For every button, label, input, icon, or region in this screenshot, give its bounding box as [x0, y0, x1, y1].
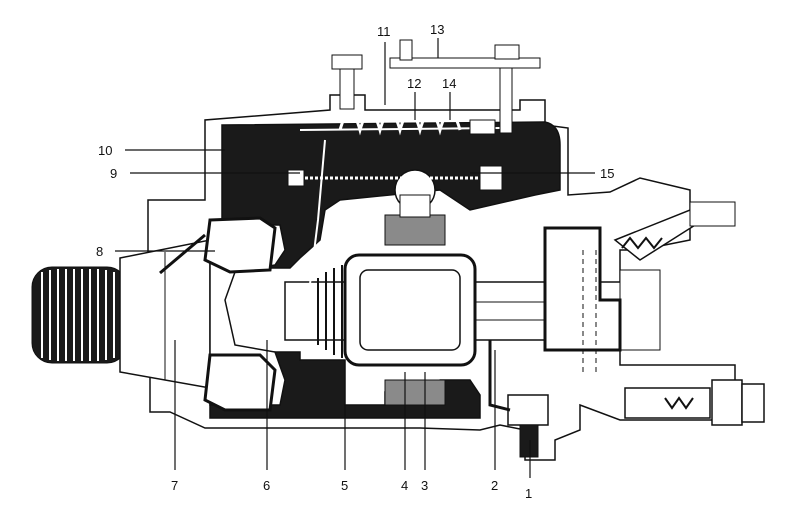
flyweight-link	[159, 233, 206, 275]
rod-end-right	[479, 165, 503, 191]
lever-post	[399, 194, 431, 218]
spring-rod	[299, 127, 501, 131]
lever-nut	[494, 44, 520, 60]
bottom-valve-stem	[519, 424, 539, 458]
bottom-valve-body	[507, 394, 549, 426]
lever-arm	[499, 67, 513, 134]
label-11: 11	[377, 24, 391, 39]
label-8: 8	[96, 244, 103, 259]
pressure-line	[488, 340, 511, 412]
cam-inner	[359, 269, 461, 351]
gear-teeth	[41, 269, 115, 361]
label-5: 5	[341, 478, 348, 493]
outlet-fitting-nut	[711, 379, 743, 426]
label-14: 14	[442, 76, 456, 91]
label-7: 7	[171, 478, 178, 493]
control-lever	[389, 57, 541, 69]
flyweight-lower	[203, 353, 277, 412]
valve-spring	[621, 236, 663, 250]
roller-block-top	[384, 214, 446, 246]
coupling-ribs	[317, 265, 343, 358]
drive-gear	[31, 266, 128, 364]
label-10: 10	[98, 143, 112, 158]
label-9: 9	[110, 166, 117, 181]
flyweight-upper	[203, 216, 277, 274]
spring-seat	[469, 119, 496, 135]
governor-chamber	[221, 121, 561, 269]
label-2: 2	[491, 478, 498, 493]
valve-fitting	[689, 201, 736, 227]
adjust-screw-head	[331, 54, 363, 70]
label-1: 1	[525, 486, 532, 501]
lever-tab	[399, 39, 413, 61]
label-15: 15	[600, 166, 614, 181]
label-4: 4	[401, 478, 408, 493]
shaft-end	[619, 269, 661, 351]
adjust-screw	[339, 68, 355, 110]
roller-block-bottom	[384, 379, 446, 406]
rod-end-left	[287, 169, 305, 187]
linkage-rod	[307, 139, 326, 301]
outlet-spring	[664, 396, 694, 410]
outlet-cap	[741, 383, 765, 423]
label-12: 12	[407, 76, 421, 91]
label-3: 3	[421, 478, 428, 493]
leader-lines	[115, 38, 595, 478]
label-6: 6	[263, 478, 270, 493]
label-13: 13	[430, 22, 444, 37]
